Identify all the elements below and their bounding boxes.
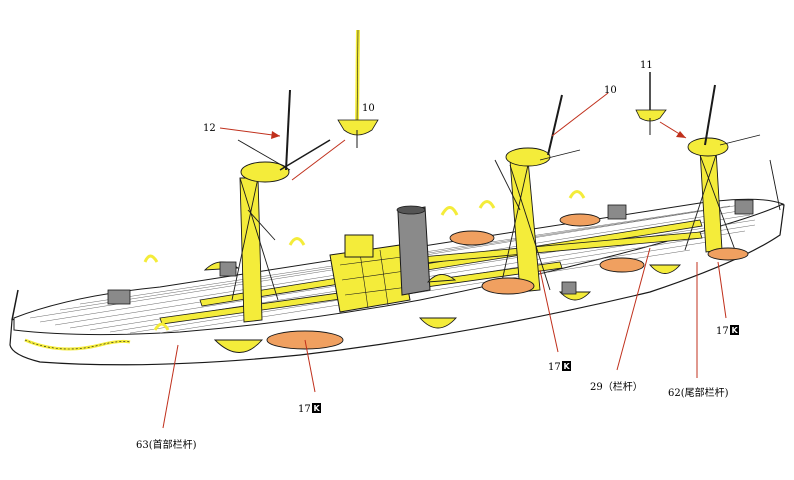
- part-11-right: [635, 72, 667, 135]
- label-17-fore-group: 17 K: [298, 403, 321, 415]
- label-10-left: 10: [362, 103, 375, 114]
- leader-17-mid: [539, 269, 559, 353]
- davits: [143, 190, 586, 331]
- sponsons: [203, 261, 681, 353]
- leader-lines: [162, 92, 727, 429]
- label-17-mid: 17: [548, 362, 561, 373]
- label-29: 29（栏杆）: [590, 380, 643, 393]
- part-10-left: [337, 29, 379, 148]
- funnel: [397, 206, 431, 296]
- label-63: 63(首部栏杆): [136, 438, 197, 451]
- leader-10-left: [291, 139, 346, 181]
- svg-text:K: K: [564, 362, 571, 371]
- boat-aft-2: [707, 247, 749, 261]
- box-mark-icon: [562, 361, 571, 371]
- mizzen-fighting-top: [687, 137, 729, 157]
- label-17-fore: 17: [298, 404, 311, 415]
- leader-arrowheads: [271, 131, 686, 139]
- mizzen-mast: [684, 84, 781, 253]
- label-17-aft-group: 17 K: [716, 325, 739, 337]
- boat-mid-1: [449, 230, 495, 246]
- main-mast: [494, 94, 581, 293]
- svg-text:K: K: [732, 326, 739, 335]
- midship-superstructure: [329, 205, 431, 313]
- label-10-right: 10: [604, 85, 617, 96]
- fore-mast: [231, 89, 331, 323]
- boat-aft-1: [599, 257, 645, 273]
- svg-text:K: K: [314, 404, 321, 413]
- label-17-mid-group: 17 K: [548, 361, 571, 373]
- leader-17-fore: [304, 339, 316, 393]
- label-17-aft: 17: [716, 326, 729, 337]
- box-mark-icon: [730, 325, 739, 335]
- bowsprit: [11, 289, 19, 321]
- deck-guns: [107, 199, 754, 305]
- label-12: 12: [203, 123, 216, 134]
- deckhouse: [329, 244, 411, 313]
- part-labels: 12 10 10 11 17 K 17 K 17 K 29（栏杆） 62(尾部栏…: [136, 60, 739, 451]
- leader-17-aft: [717, 261, 727, 319]
- leader-10-right: [551, 92, 609, 137]
- box-mark-icon: [312, 403, 321, 413]
- boat-mid-3: [559, 213, 601, 227]
- leader-12: [219, 127, 281, 137]
- bridge-box: [344, 234, 374, 258]
- label-11: 11: [640, 60, 653, 71]
- fore-fighting-top: [240, 161, 290, 183]
- label-62: 62(尾部栏杆): [668, 386, 729, 399]
- boat-mid-2: [481, 277, 535, 295]
- leader-63: [162, 344, 179, 429]
- main-fighting-top: [505, 147, 551, 167]
- leader-29: [616, 247, 651, 371]
